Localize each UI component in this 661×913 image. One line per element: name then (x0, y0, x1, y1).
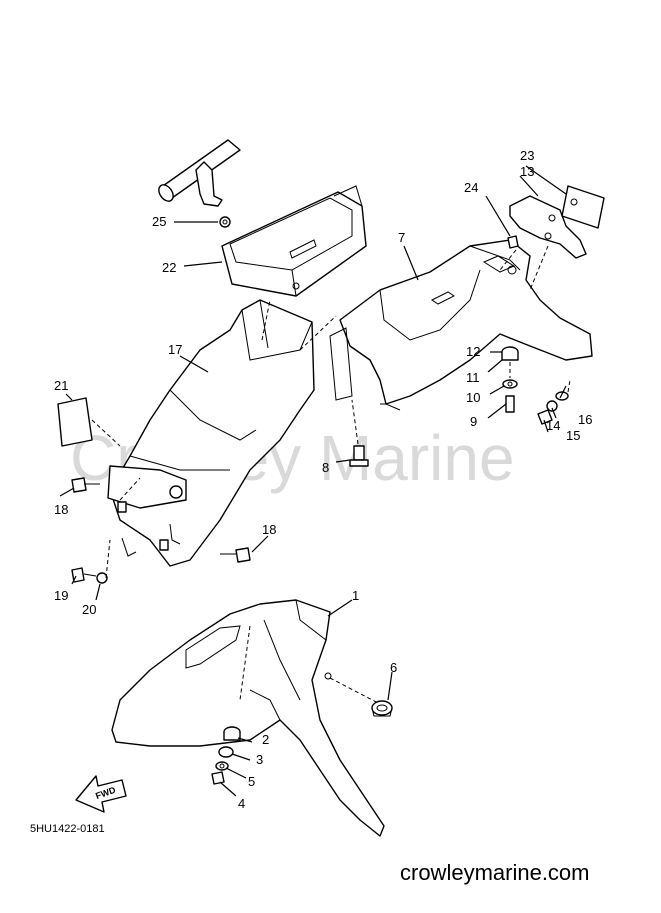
callout-23: 23 (520, 148, 534, 163)
callout-12: 12 (466, 344, 480, 359)
fastener-stack-2-5 (211, 726, 241, 785)
fastener-stack-9-12 (501, 346, 519, 413)
website-label: crowleymarine.com (400, 860, 590, 885)
leader-lines (59, 165, 567, 797)
callout-18b: 18 (262, 522, 276, 537)
callout-3: 3 (256, 752, 263, 767)
callout-2: 2 (262, 732, 269, 747)
forward-arrow-icon: FWD (75, 775, 127, 813)
callout-24: 24 (464, 180, 478, 195)
screw-24 (507, 235, 519, 249)
callout-8: 8 (322, 460, 329, 475)
callout-4: 4 (238, 796, 245, 811)
callout-18a: 18 (54, 502, 68, 517)
callout-22: 22 (162, 260, 176, 275)
callout-20: 20 (82, 602, 96, 617)
callouts: 1 2 3 4 5 6 7 8 9 10 11 12 13 14 15 16 1… (54, 148, 592, 811)
callout-7: 7 (398, 230, 405, 245)
callout-1: 1 (352, 588, 359, 603)
callout-11: 11 (466, 370, 480, 385)
grommet-6 (371, 700, 393, 717)
tail-bracket-13 (499, 185, 605, 291)
tool-box-assembly (158, 139, 367, 297)
callout-13: 13 (520, 164, 534, 179)
callout-15: 15 (566, 428, 580, 443)
bolts-18-19-20 (71, 477, 251, 584)
rear-fender-7 (329, 239, 593, 411)
rear-flap-bracket (107, 465, 187, 509)
front-fender-1 (111, 599, 385, 837)
reflector-23 (561, 185, 605, 229)
callout-16: 16 (578, 412, 592, 427)
callout-14: 14 (546, 418, 560, 433)
callout-9: 9 (470, 414, 477, 429)
tool-box-bracket (195, 161, 223, 207)
decal-21 (57, 397, 121, 447)
rear-flap-17 (107, 299, 337, 567)
washer-25 (219, 216, 231, 228)
fastener-stack-14-16 (537, 379, 571, 425)
fender-bracket (329, 327, 353, 401)
bolt-8 (349, 399, 369, 467)
callout-10: 10 (466, 390, 480, 405)
diagram-code: 5HU1422-0181 (30, 823, 105, 835)
callout-6: 6 (390, 660, 397, 675)
callout-5: 5 (248, 774, 255, 789)
callout-17: 17 (168, 342, 182, 357)
callout-25: 25 (152, 214, 166, 229)
callout-21: 21 (54, 378, 68, 393)
callout-19: 19 (54, 588, 68, 603)
